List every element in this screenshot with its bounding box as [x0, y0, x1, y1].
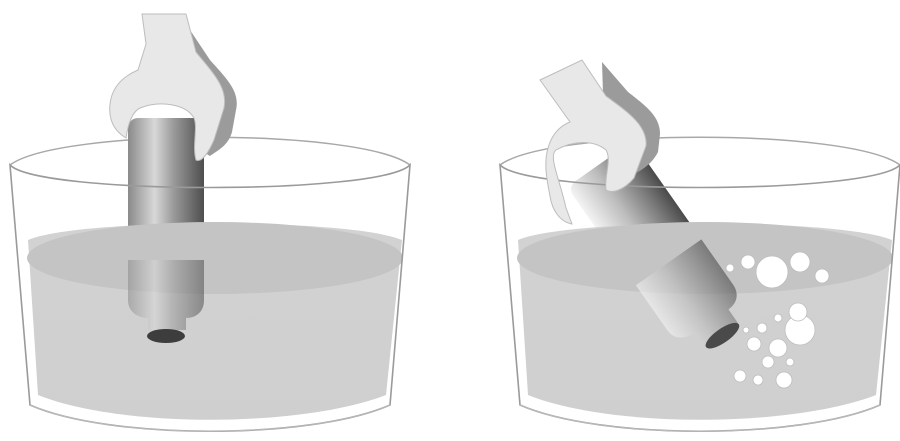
bubble — [769, 339, 787, 357]
bubble — [762, 356, 774, 368]
right-panel — [500, 60, 900, 431]
left-bottle-mouth — [147, 329, 185, 343]
bubble — [726, 264, 734, 272]
bubble — [776, 372, 792, 388]
bubble — [756, 256, 788, 288]
bubble — [741, 255, 755, 269]
left-water-surface — [27, 222, 403, 294]
bubble — [786, 358, 794, 366]
bubble — [774, 314, 782, 322]
bubble — [757, 323, 767, 333]
bubble — [743, 327, 749, 333]
bubble — [815, 269, 829, 283]
bubble — [790, 252, 810, 272]
left-panel — [10, 14, 410, 431]
bubble — [734, 370, 746, 382]
bubble — [753, 375, 763, 385]
bubble — [789, 303, 807, 321]
bubble — [747, 337, 761, 351]
